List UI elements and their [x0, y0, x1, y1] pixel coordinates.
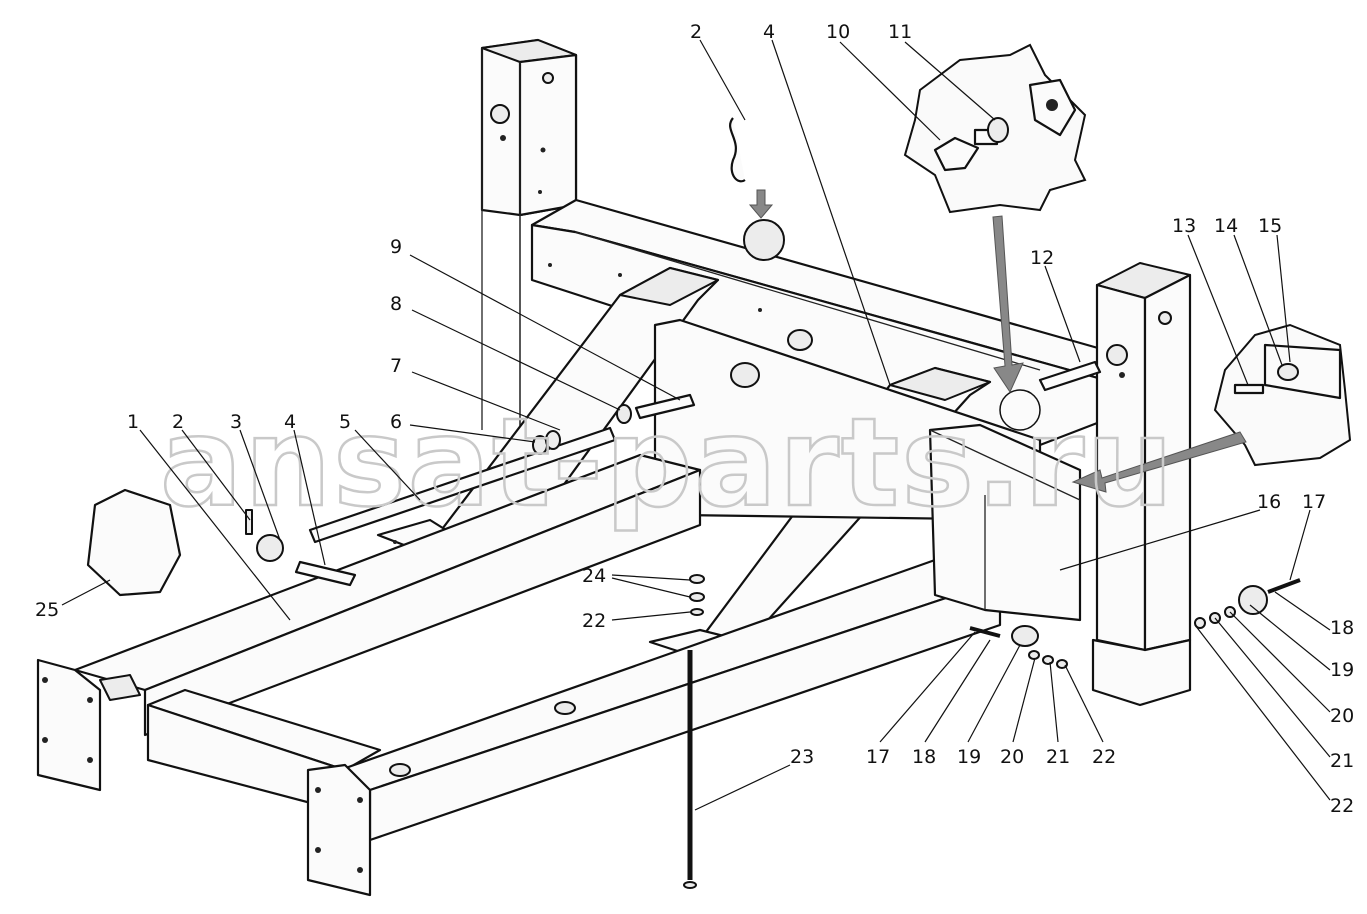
watermark: ansat-parts.ru	[160, 392, 1175, 534]
callout-9: 9	[390, 236, 402, 258]
callout-2b: 2	[690, 21, 702, 43]
callout-21a: 21	[1330, 750, 1354, 772]
callout-19b: 19	[957, 746, 981, 768]
side-housing	[928, 423, 1082, 622]
callout-4a: 4	[284, 411, 296, 433]
callout-5: 5	[339, 411, 351, 433]
left-upright-post	[480, 38, 578, 430]
callout-14: 14	[1214, 215, 1238, 237]
center-washers	[689, 574, 705, 616]
indicator-arrows	[748, 189, 1247, 493]
callout-17a: 17	[1302, 491, 1326, 513]
callout-8: 8	[390, 293, 402, 315]
axle-shafts	[294, 360, 1102, 587]
callout-labels: 1 2 3 4 5 6 7 8 9 2 4 10 11 12 13 14 15 …	[35, 21, 1354, 817]
callout-23: 23	[790, 746, 814, 768]
callout-22a: 22	[1330, 795, 1354, 817]
callout-2a: 2	[172, 411, 184, 433]
right-upright-post	[1091, 262, 1192, 707]
callout-11: 11	[888, 21, 912, 43]
callout-22b: 22	[1092, 746, 1116, 768]
inset-detail-bracket	[1213, 323, 1352, 467]
long-bolt	[683, 650, 697, 889]
callout-6: 6	[390, 411, 402, 433]
callout-24: 24	[582, 565, 606, 587]
left-long-beam	[36, 453, 702, 792]
callout-17b: 17	[866, 746, 890, 768]
callout-22c: 22	[582, 610, 606, 632]
callout-12: 12	[1030, 247, 1054, 269]
callout-15: 15	[1258, 215, 1282, 237]
callout-19a: 19	[1330, 659, 1354, 681]
callout-25: 25	[35, 599, 59, 621]
callout-18a: 18	[1330, 617, 1354, 639]
callout-1: 1	[127, 411, 139, 433]
right-hardware-set	[969, 578, 1301, 669]
callout-16: 16	[1257, 491, 1281, 513]
callout-21b: 21	[1046, 746, 1070, 768]
callout-18b: 18	[912, 746, 936, 768]
callout-4b: 4	[763, 21, 775, 43]
leader-lines	[61, 39, 1331, 811]
right-long-beam	[306, 558, 1002, 897]
pins-and-clips	[245, 117, 1128, 562]
callout-20b: 20	[1000, 746, 1024, 768]
callout-7: 7	[390, 355, 402, 377]
callout-3: 3	[230, 411, 242, 433]
callout-13: 13	[1172, 215, 1196, 237]
end-plate-detail	[86, 488, 182, 597]
frame-assembly	[36, 38, 1352, 897]
callout-10: 10	[826, 21, 850, 43]
inset-detail-bolt-washer	[903, 43, 1087, 214]
callout-20a: 20	[1330, 705, 1354, 727]
